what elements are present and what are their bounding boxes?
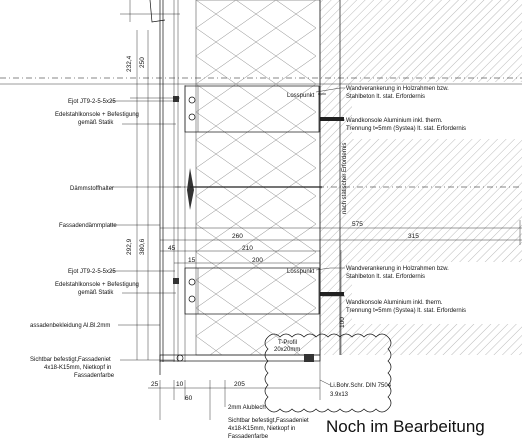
top-fixing [173,96,179,102]
label-ejot-bottom: Ejot JT9-2-5-5x25 [68,269,116,275]
insulation-zigzag [195,0,317,356]
top-screw-2 [188,113,196,121]
dim-260-text: 260 [232,233,243,240]
revision-cloud [264,333,392,413]
dim-100-text: 100 [339,317,346,328]
bottom-anchor [320,292,344,296]
label-wandkonsole-bottom-2: Trennung t=5mm (Systea) lt. stat. Erford… [346,308,466,314]
label-fassadendaemmplatte: Fassadendämmplatte [59,223,117,229]
label-wandkonsole-bottom-1: Wandkonsole Aluminium inkl. therm. [346,300,443,306]
label-wandkonsole-top-1: Wandkonsole Aluminium inkl. therm. [346,118,443,124]
status-text: Noch im Bearbeitung [326,417,485,436]
label-losspunkt-bottom: Losspunkt [287,269,315,275]
t-profile-mark [304,354,314,362]
leader-lines [110,87,345,420]
dim-25-text: 25 [151,381,159,388]
label-nach-statischer: nach statischer Erfordernis [342,143,348,214]
label-sichtbar-left-3: Fassadenfarbe [74,373,115,379]
top-screw-1 [188,96,196,104]
label-ejot-top: Ejot JT9-2-5-5x25 [68,99,116,105]
bottom-rivet [176,354,184,362]
daemmstoffhalter-icon [187,168,322,210]
label-fassadenbekleidung: assadenbekleidung Al.Bl.2mm [30,323,110,329]
label-edelstahl-bottom-1: Edelstahlkonsole + Befestigung [55,282,139,288]
label-sichtbar-left-1: Sichtbar befestigt,Fassadeniet [30,357,111,363]
label-t-profil-1: T-Profil [278,340,297,346]
bottom-bracket [184,267,320,315]
top-anchor [320,117,344,121]
label-wandverankerung-bottom-2: Stahlbeton lt. stat. Erfordernis [346,274,425,280]
label-li-bohr-size: 3.9x13 [330,392,349,398]
label-daemmstoffhalter: Dämmstoffhalter [70,186,114,192]
dim-15-text: 15 [188,257,196,264]
label-edelstahl-bottom-2: gemäß Statik [78,290,114,296]
bottom-fixing [173,278,179,284]
bottom-screw-1 [188,278,196,286]
dim-200-text: 200 [252,257,263,264]
bottom-screw-2 [188,295,196,303]
label-alublech: 2mm Alublech [228,405,266,411]
dim-210-text: 210 [242,245,253,252]
wall-clear-bottom-labels [352,262,522,324]
label-li-bohr: Li.Bohr.Schr. DIN 7504 [330,383,392,389]
label-wandverankerung-top-1: Wandverankerung in Holzrahmen bzw. [346,86,449,92]
label-edelstahl-top-1: Edelstahlkonsole + Befestigung [55,112,139,118]
top-detail [149,0,166,23]
dim-232-4: 232,4 [126,55,133,72]
dim-292-9: 292,9 [126,238,133,255]
bottom-profile [159,354,321,362]
label-wandverankerung-bottom-1: Wandverankerung in Holzrahmen bzw. [346,266,449,272]
label-wandkonsole-top-2: Trennung t=5mm (Systea) lt. stat. Erford… [346,126,466,132]
wall-clear-top-labels [352,82,522,139]
dim-60-text: 60 [185,395,193,402]
label-t-profil-2: 20x20mm [274,347,300,353]
label-sichtbar-bottom-3: Fassadenfarbe [228,434,269,440]
label-sichtbar-left-2: 4x18-K15mm, Nietkopf in [44,365,111,371]
label-sichtbar-bottom-1: Sichtbar befestigt,Fassadeniet [228,418,309,424]
dim-380-6: 380,6 [139,238,146,255]
label-losspunkt-top: Losspunkt [287,93,315,99]
dim-45-text: 45 [168,245,176,252]
insulation-panel [195,0,321,356]
dim-315-text: 315 [408,233,419,240]
label-sichtbar-bottom-2: 4x18-K15mm, Nietkopf in [228,426,295,432]
dim-10-text: 10 [176,381,184,388]
dim-575-text: 575 [352,221,363,228]
top-bracket [184,85,320,133]
dim-205-text: 205 [234,381,245,388]
dim-250: 250 [139,57,146,68]
label-edelstahl-top-2: gemäß Statik [78,120,114,126]
label-wandverankerung-top-2: Stahlbeton lt. stat. Erfordernis [346,94,425,100]
